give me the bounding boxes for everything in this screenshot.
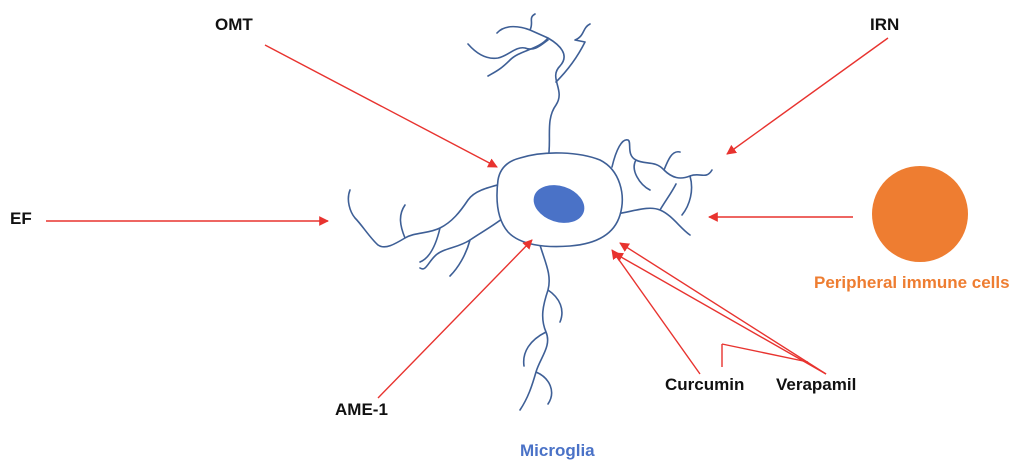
arrow-verapamil-2 bbox=[614, 253, 826, 374]
process-right-lower bbox=[616, 184, 690, 235]
arrow-omt bbox=[265, 45, 497, 167]
process-top bbox=[488, 14, 590, 160]
label-omt: OMT bbox=[215, 15, 253, 35]
process-top-branch bbox=[468, 40, 548, 58]
process-left bbox=[348, 183, 505, 262]
process-bottom bbox=[520, 245, 562, 410]
arrows bbox=[46, 38, 888, 398]
label-irn: IRN bbox=[870, 15, 899, 35]
label-microglia: Microglia bbox=[520, 441, 595, 461]
label-peripheral-immune-cells: Peripheral immune cells bbox=[814, 273, 1010, 293]
process-left-lower bbox=[420, 215, 507, 276]
label-curcumin: Curcumin bbox=[665, 375, 744, 395]
arrow-ame1 bbox=[378, 240, 532, 398]
label-ef: EF bbox=[10, 209, 32, 229]
label-verapamil: Verapamil bbox=[776, 375, 856, 395]
arrow-verapamil-1 bbox=[620, 243, 826, 374]
label-ame-1: AME-1 bbox=[335, 400, 388, 420]
arrow-connector-2 bbox=[722, 344, 808, 362]
process-right bbox=[612, 140, 712, 215]
arrow-curcumin bbox=[612, 250, 700, 374]
arrow-irn bbox=[727, 38, 888, 154]
peripheral-immune-cell bbox=[872, 166, 968, 262]
